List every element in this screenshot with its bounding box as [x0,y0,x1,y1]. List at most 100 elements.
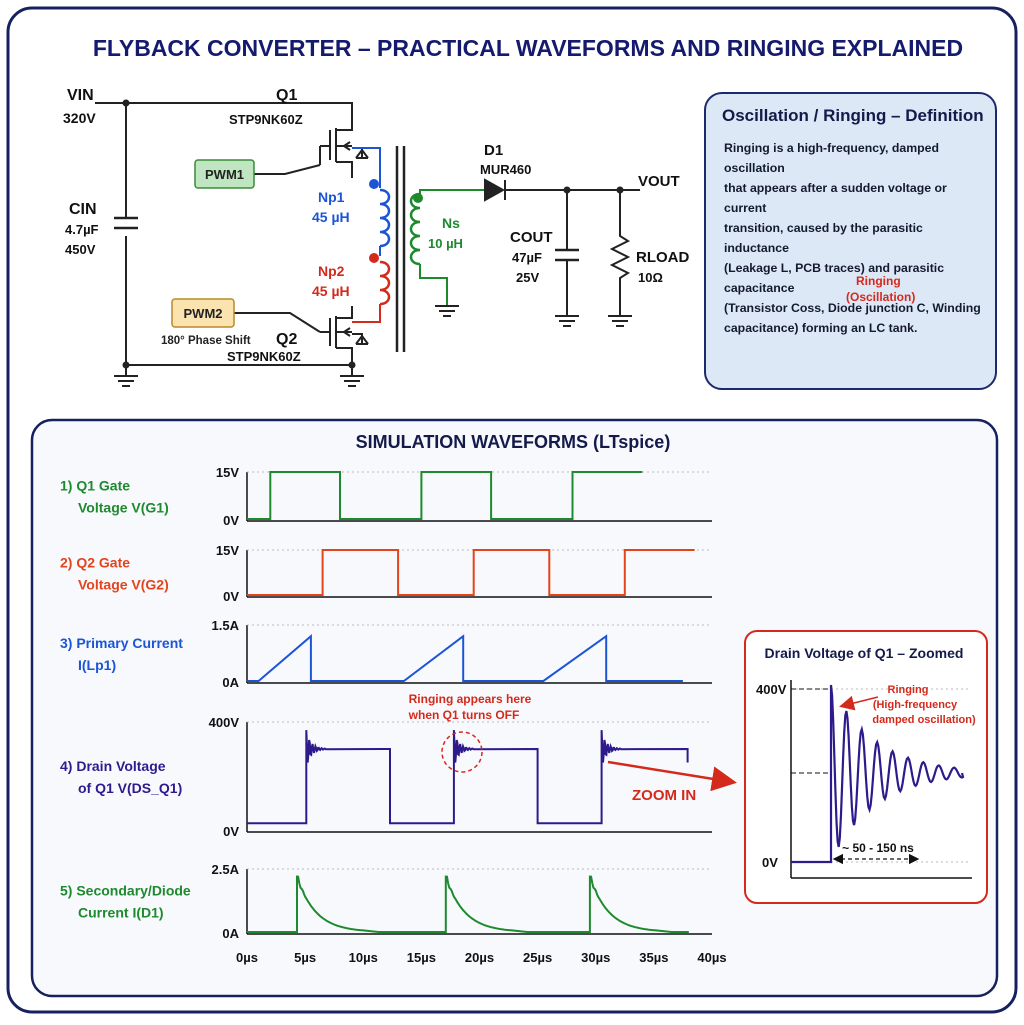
waveform-trace-2 [247,549,695,596]
ground-q2-icon [340,365,364,387]
definition-ringing-label2: (Oscillation) [846,290,916,304]
q1-label: Q1 [276,87,297,104]
y-bottom-label: 0V [223,589,239,604]
definition-ringing-label1: Ringing [856,274,901,288]
junction-dot [563,186,571,194]
x-tick-label: 15µs [407,950,436,965]
junction-dot [616,186,624,194]
x-tick-label: 5µs [294,950,316,965]
definition-body: Ringing is a high-frequency, damped osci… [724,138,986,338]
q2-part: STP9NK60Z [227,349,301,364]
y-top-label: 2.5A [212,862,240,877]
d1-label: D1 [484,142,503,159]
waveform-trace-1 [247,471,643,520]
ground-cout-icon [555,315,579,327]
x-tick-label: 20µs [465,950,494,965]
zoom-ringing-arrow [839,695,879,711]
np2-dot-icon [369,253,379,263]
cout-capacitor [555,248,579,262]
pwm1-box [194,159,255,189]
definition-panel: Oscillation / Ringing – Definition Ringi… [704,92,997,390]
definition-line: (Transistor Coss, Diode junction C, Wind… [724,301,981,315]
np2-coil-icon [379,260,391,306]
ns-label: Ns [442,215,460,231]
zoom-ringing-line3: damped oscillation) [872,714,976,726]
cout-value2: 25V [516,270,539,285]
np1-label: Np1 [318,189,345,205]
np1-coil-icon [379,188,391,248]
junction-dot [122,99,130,107]
ground-ns-icon [435,305,459,317]
ground-rload-icon [608,315,632,327]
simulation-title: SIMULATION WAVEFORMS (LTspice) [356,432,671,452]
rload-label: RLOAD [636,249,689,266]
y-bottom-label: 0A [222,926,239,941]
zoom-in-label: ZOOM IN [632,787,696,804]
d1-part: MUR460 [480,162,531,177]
q2-label: Q2 [276,331,297,348]
y-top-label: 1.5A [212,618,240,633]
channel-label: Voltage V(G1) [78,500,169,516]
cin-label: CIN [69,201,97,218]
definition-title: Oscillation / Ringing – Definition [722,106,984,125]
vin-label: VIN [67,87,94,104]
zoom-ybot-label: 0V [762,855,778,870]
ringing-note-line2: when Q1 turns OFF [408,708,520,722]
pwm1-label: PWM1 [205,167,244,182]
transformer-core [395,146,406,352]
ns-value: 10 µH [428,236,463,251]
definition-line: capacitance) forming an LC tank. [724,321,918,335]
wire-top-rail [95,102,353,118]
np1-value: 45 µH [312,209,350,225]
definition-line: (Leakage L, PCB traces) and parasitic ca… [724,261,945,295]
wire-ns-bottom [419,264,448,306]
pwm2-label: PWM2 [184,306,223,321]
np1-dot-icon [369,179,379,189]
rload-value: 10Ω [638,270,663,285]
ns-dot-icon [413,193,423,203]
ns-coil-icon [409,192,421,266]
np2-label: Np2 [318,263,345,279]
wire-np2-q2 [352,304,381,323]
definition-line: Ringing is a high-frequency, damped osci… [724,141,939,175]
definition-line: transition, caused by the parasitic indu… [724,221,923,255]
y-bottom-label: 0V [223,513,239,528]
ground-left-icon [114,365,138,387]
channel-label: Current I(D1) [78,905,164,921]
zoom-drain-voltage-trace [791,684,965,864]
y-top-label: 15V [216,543,239,558]
wire-pwm1 [254,164,321,175]
wire-q1-np1 [352,147,381,188]
pwm2-box [171,298,235,328]
ringing-highlight-circle [441,731,483,773]
junction-dot [122,361,130,369]
cin-value2: 450V [65,242,96,257]
np2-value: 45 µH [312,283,350,299]
junction-dot [348,361,356,369]
vin-value: 320V [63,110,96,126]
phase-shift-label: 180° Phase Shift [161,335,251,347]
channel-label: 1) Q1 Gate [60,478,130,494]
q2-mosfet-icon [320,306,369,350]
channel-label: I(Lp1) [78,657,116,673]
channel-label: 3) Primary Current [60,635,183,651]
x-tick-label: 10µs [349,950,378,965]
zoom-arrow [607,760,737,792]
zoom-plot [790,680,972,879]
channel-label: 4) Drain Voltage [60,758,166,774]
zoom-ringing-line2: (High-frequency [873,699,958,711]
channel-label: 2) Q2 Gate [60,555,130,571]
zoom-duration-label: ~ 50 - 150 ns [842,841,914,855]
x-tick-label: 30µs [581,950,610,965]
cin-capacitor [114,216,138,230]
waveform-trace-4 [247,730,689,825]
cout-value1: 47µF [512,250,542,265]
zoom-ytop-label: 400V [756,682,787,697]
rload-resistor-icon [609,190,631,316]
channel-label: 5) Secondary/Diode [60,883,191,899]
cout-label: COUT [510,229,553,246]
q1-part: STP9NK60Z [229,112,303,127]
zoom-title: Drain Voltage of Q1 – Zoomed [765,645,964,661]
